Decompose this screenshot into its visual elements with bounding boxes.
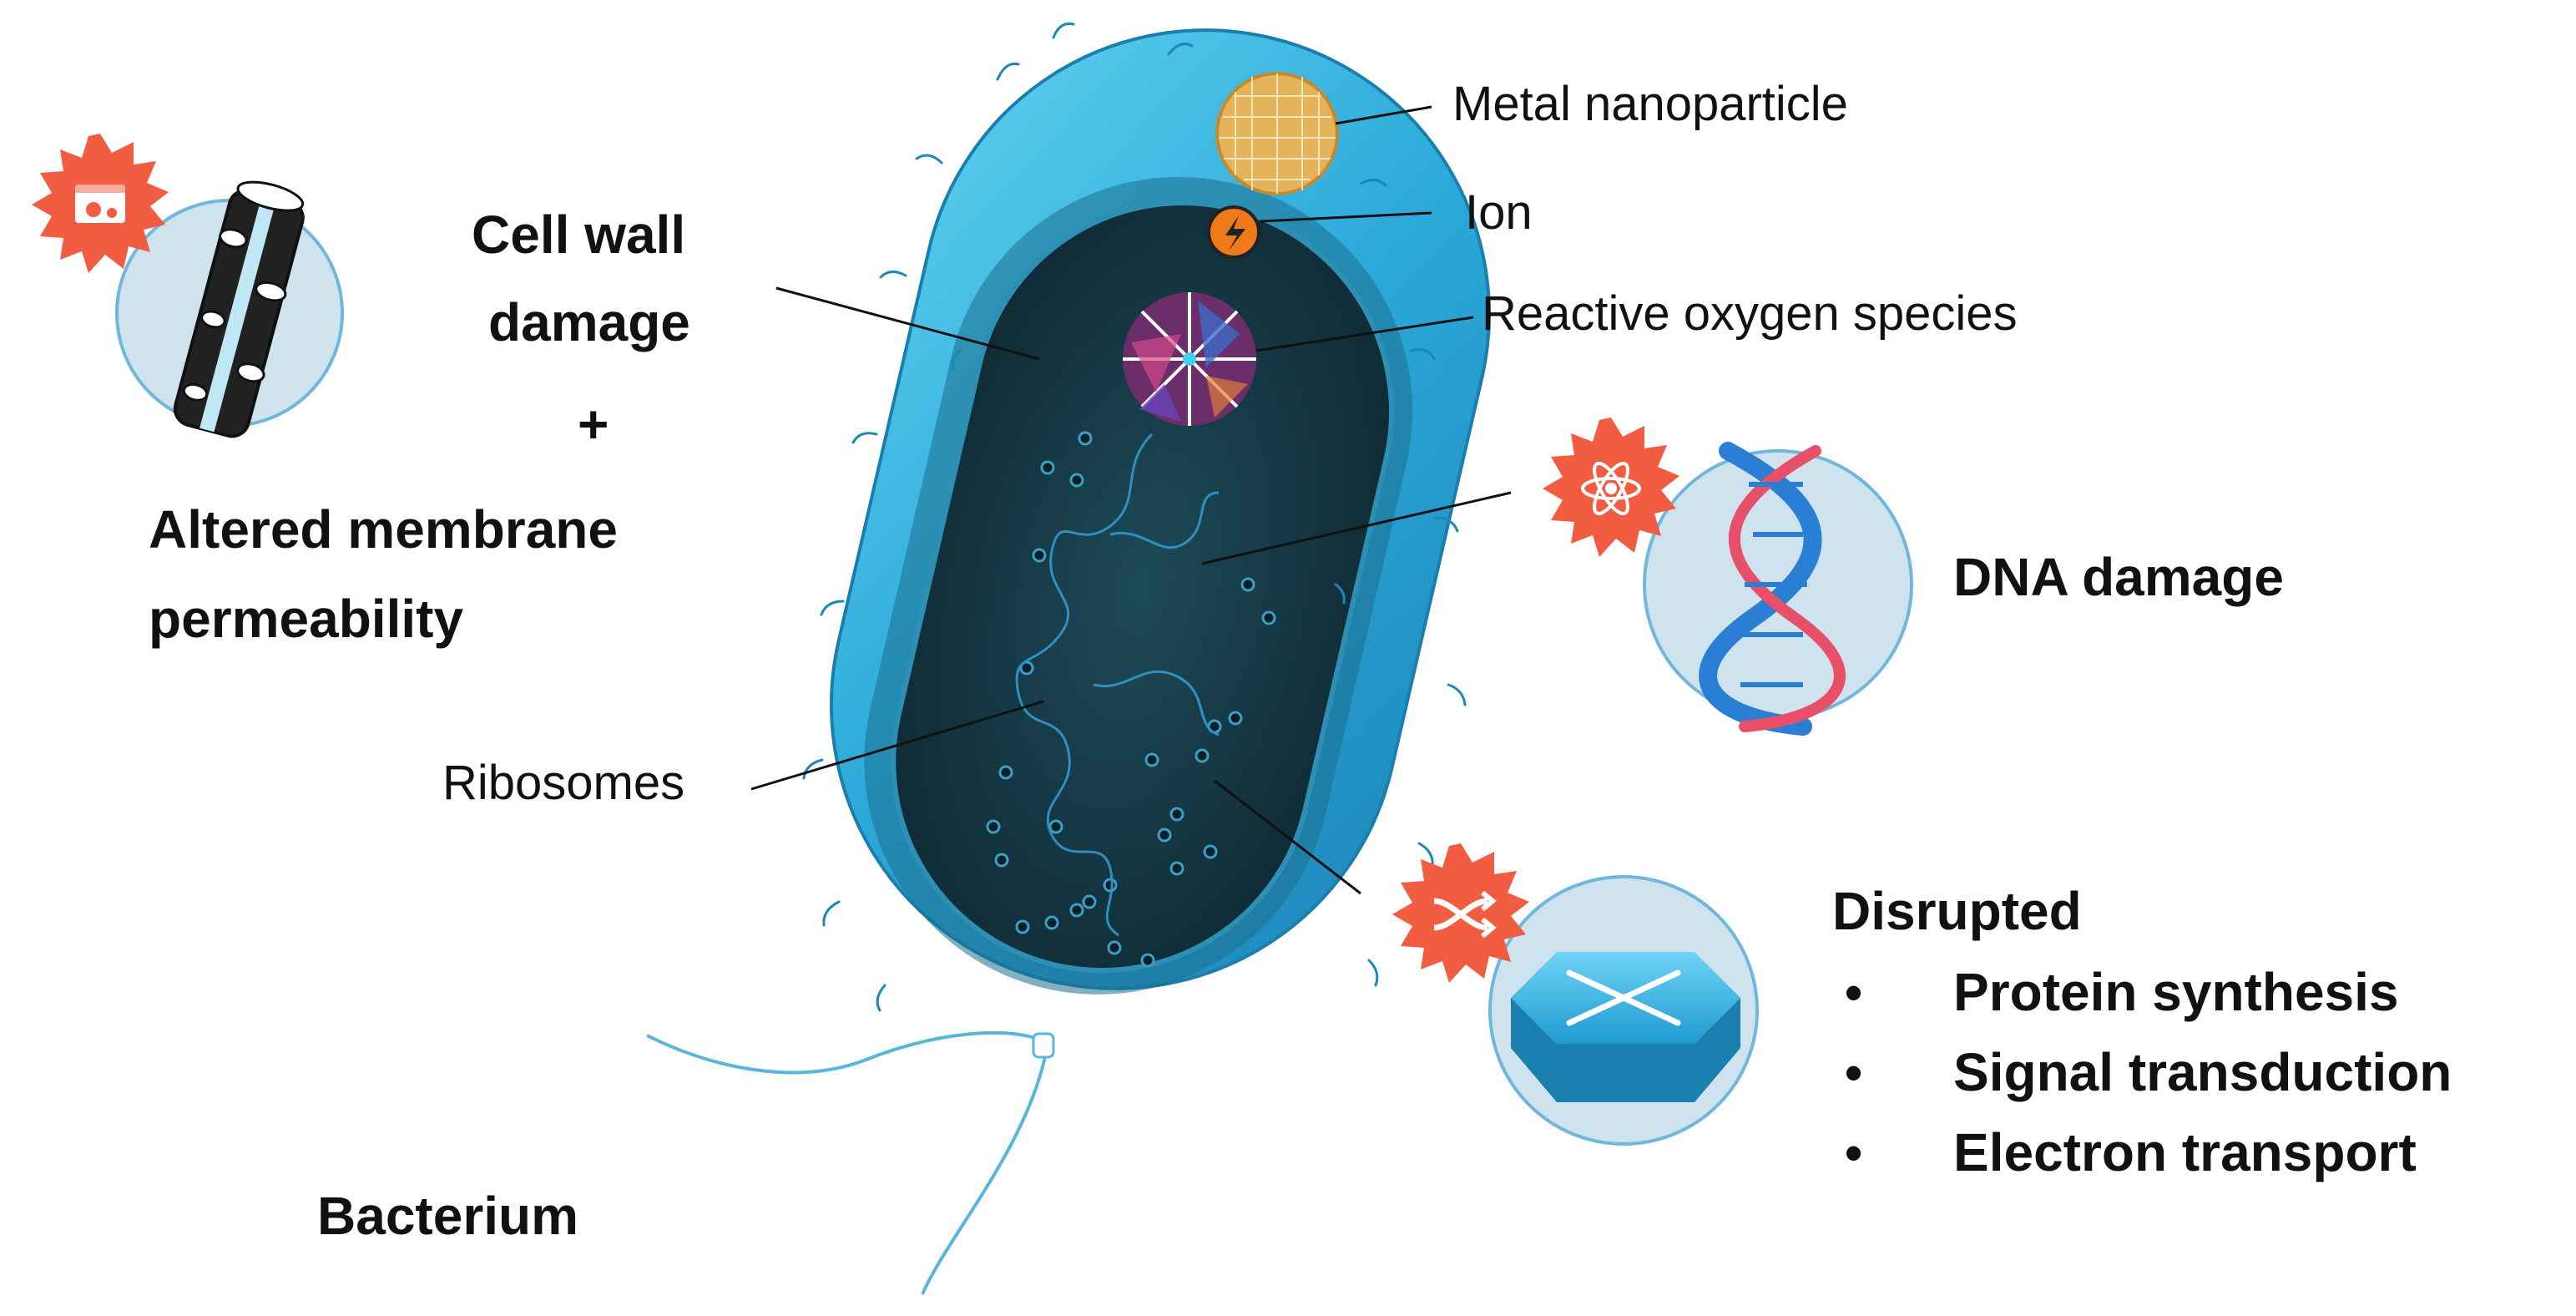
effect-cell-wall-line2: damage xyxy=(488,292,690,352)
bullet-dot: • xyxy=(1845,1124,1863,1181)
list-item: • Electron transport xyxy=(1828,1112,2452,1192)
effect-dna-damage: DNA damage xyxy=(1953,547,2284,607)
dna-damage-graphic xyxy=(1643,442,1913,736)
list-item: • Signal transduction xyxy=(1828,1032,2452,1112)
list-item-text: Protein synthesis xyxy=(1953,962,2399,1022)
label-bacterium: Bacterium xyxy=(317,1186,578,1246)
effect-plus-sign: + xyxy=(578,394,609,454)
effect-disrupted-heading: Disrupted xyxy=(1832,881,2082,941)
effect-membrane-line2: permeability xyxy=(149,589,464,649)
label-reactive-oxygen-species: Reactive oxygen species xyxy=(1482,286,2018,341)
effect-membrane-line1: Altered membrane xyxy=(149,499,618,559)
atom-icon xyxy=(1543,418,1679,557)
bacterium-cell xyxy=(646,22,1491,1295)
list-item-text: Electron transport xyxy=(1953,1122,2417,1182)
metal-nanoparticle-graphic xyxy=(1215,72,1339,195)
cell-wall-damage-graphic xyxy=(115,180,344,438)
disrupted-processes-graphic xyxy=(1488,875,1759,1146)
reactive-oxygen-species-graphic xyxy=(1123,292,1256,426)
label-ion: Ion xyxy=(1465,185,1533,240)
label-metal-nanoparticle: Metal nanoparticle xyxy=(1452,77,1848,131)
bullet-dot: • xyxy=(1845,1044,1863,1101)
list-item-text: Signal transduction xyxy=(1953,1042,2452,1102)
label-ribosomes: Ribosomes xyxy=(442,756,685,810)
ion-icon xyxy=(1207,205,1260,259)
effect-cell-wall-line1: Cell wall xyxy=(472,205,686,265)
leader-lines xyxy=(750,105,1512,895)
shuffle-icon xyxy=(1392,843,1529,983)
disrupted-list: • Protein synthesis • Signal transductio… xyxy=(1828,952,2452,1192)
bullet-dot: • xyxy=(1845,964,1863,1020)
settings-window-icon xyxy=(32,134,169,273)
list-item: • Protein synthesis xyxy=(1828,952,2452,1032)
